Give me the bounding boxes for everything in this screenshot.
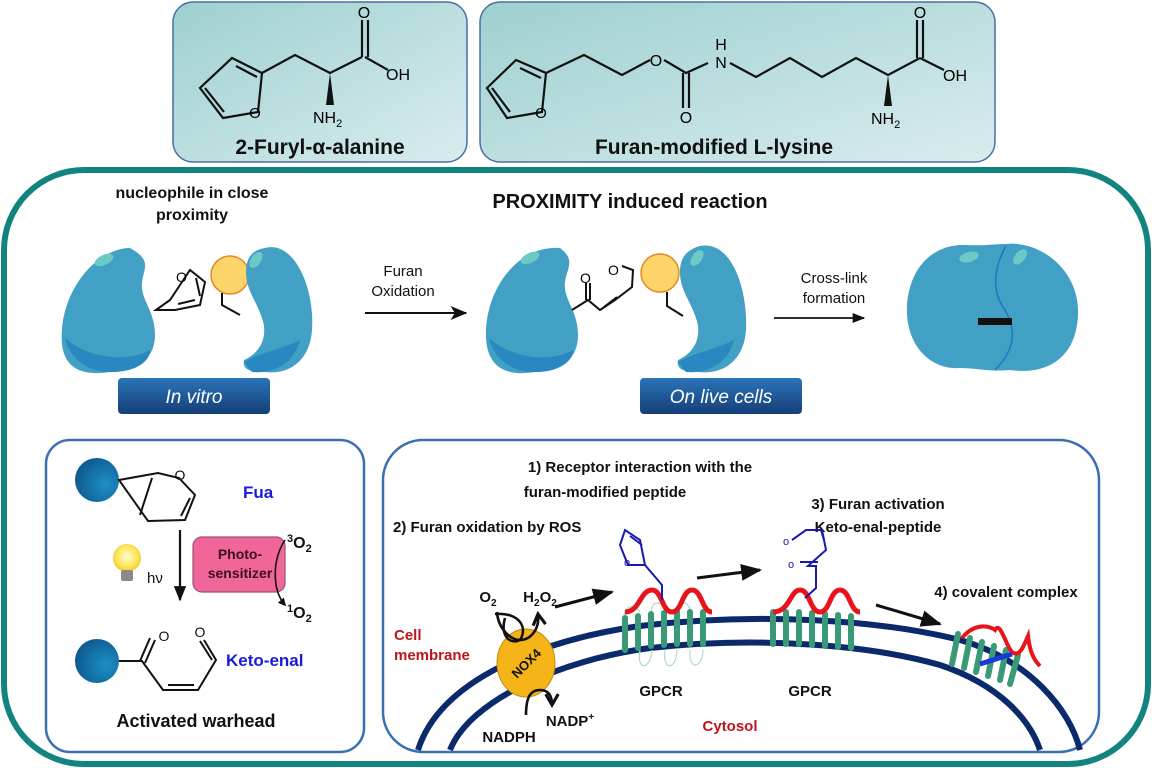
atom-nh2: NH2 [871,111,900,131]
atom-o-carbonyl: O [358,5,370,22]
furan-on-protein [152,268,207,311]
lysine-name: Furan-modified L-lysine [595,136,833,159]
arrow2-label-line1: Cross-link [801,270,868,287]
stereo-wedge [326,73,334,105]
atom-o: o [788,559,794,571]
fua-name: 2-Furyl-α-alanine [235,136,404,159]
stereo-wedge [884,75,892,106]
gpcr1-label: GPCR [639,683,683,700]
lysine-molecule-card: O O O H N O OH NH2 Furan-modified L-lysi… [479,1,996,163]
proximity-title: PROXIMITY induced reaction [492,191,767,213]
residue-ball-top [75,458,119,502]
protein-right-1 [221,247,313,373]
gpcr2-label: GPCR [788,683,832,700]
residue-ball-bottom [75,639,119,683]
protein-right-2 [666,245,747,373]
in-vitro-label: In vitro [165,387,222,408]
atom-o: O [580,270,591,286]
nadph-label: NADPH [482,729,535,746]
hv-label: hν [147,570,163,587]
photosensitizer-box [192,536,286,593]
covalent-bond [979,651,1013,667]
ketoenal-structure [119,637,218,691]
covalent-complex [949,624,1042,687]
triplet-oxygen: 3O2 [287,533,312,555]
step1-line2: furan-modified peptide [524,484,687,501]
cytosol-label: Cytosol [702,718,757,735]
nucleophile-circle [640,253,680,293]
live-cells-badge: On live cells [640,378,802,414]
atom-n: N [715,55,727,72]
ketoenal-label: Keto-enal [226,651,303,670]
gpcr-receptor-2: o o [770,529,861,651]
protein-left-1 [61,247,155,374]
atom-o: o [624,557,630,569]
oxygen-conversion-arrow [274,539,287,607]
live-cells-label: On live cells [670,387,773,408]
atom-o-ring: O [535,105,547,122]
step-arrow-3 [875,603,943,627]
atom-o: O [159,628,170,644]
arrow2-label-line2: formation [803,290,866,307]
crosslinked-protein-dimer [906,243,1079,371]
o2-label: O2 [479,589,497,609]
nucleophile-label-line1: nucleophile in close [116,185,269,202]
nox4-enzyme [496,628,556,698]
step-arrow-2 [696,564,763,581]
cell-membrane-line1: Cell [394,627,422,644]
singlet-oxygen: 1O2 [287,603,312,625]
o2-to-h2o2-arrow [495,610,547,642]
fua-label: Fua [243,483,274,502]
lightbulb-icon [113,544,141,581]
atom-o: O [195,624,206,640]
atom-oh: OH [386,67,410,84]
nucleophile-circle [210,255,250,295]
fua-furan-ring [117,471,197,523]
atom-o: O [175,467,186,483]
atom-h: H [715,37,727,54]
nucleophile-label-line2: proximity [156,207,228,224]
protein-left-2 [485,247,578,374]
atom-o-carbonyl: O [680,110,692,127]
step3-line1: 3) Furan activation [811,496,944,513]
step4-label: 4) covalent complex [934,584,1078,601]
step-arrow-1 [554,588,615,609]
warhead-panel: O Fua hν Photo- sensitizer 3O2 1O2 O O K… [44,438,366,754]
fua-molecule-card: O O OH NH2 2-Furyl-α-alanine [172,1,468,163]
step3-line2: Keto-enal-peptide [815,519,942,536]
cell-membrane-line2: membrane [394,647,470,664]
nadp-label: NADP+ [546,712,595,730]
atom-o-ring: O [249,105,261,122]
photosensitizer-line2: sensitizer [208,565,273,581]
arrow1-label-line2: Oxidation [371,283,434,300]
atom-o: O [176,269,187,285]
in-vitro-badge: In vitro [118,378,270,414]
fua-structure [198,20,389,120]
atom-nh2: NH2 [313,110,342,130]
atom-o: O [608,262,619,278]
h2o2-label: H2O2 [523,589,557,609]
cell-panel: 1) Receptor interaction with the furan-m… [381,438,1101,754]
step2-label: 2) Furan oxidation by ROS [393,519,581,536]
arrow1-label-line1: Furan [383,263,422,280]
crosslink-bond [978,318,1012,325]
nadph-to-nadp-arrow [524,688,560,716]
photosensitizer-line1: Photo- [218,546,263,562]
activated-warhead-caption: Activated warhead [116,711,275,731]
atom-o: o [783,536,789,548]
atom-oh: OH [943,68,967,85]
atom-o-ester: O [650,53,662,70]
atom-o-acid: O [914,5,926,22]
lysine-structure [485,20,945,120]
gpcr-receptor-1: o [618,528,713,667]
step1-line1: 1) Receptor interaction with the [528,459,752,476]
main-frame [1,167,1151,767]
ketoenal-on-protein [571,265,635,312]
